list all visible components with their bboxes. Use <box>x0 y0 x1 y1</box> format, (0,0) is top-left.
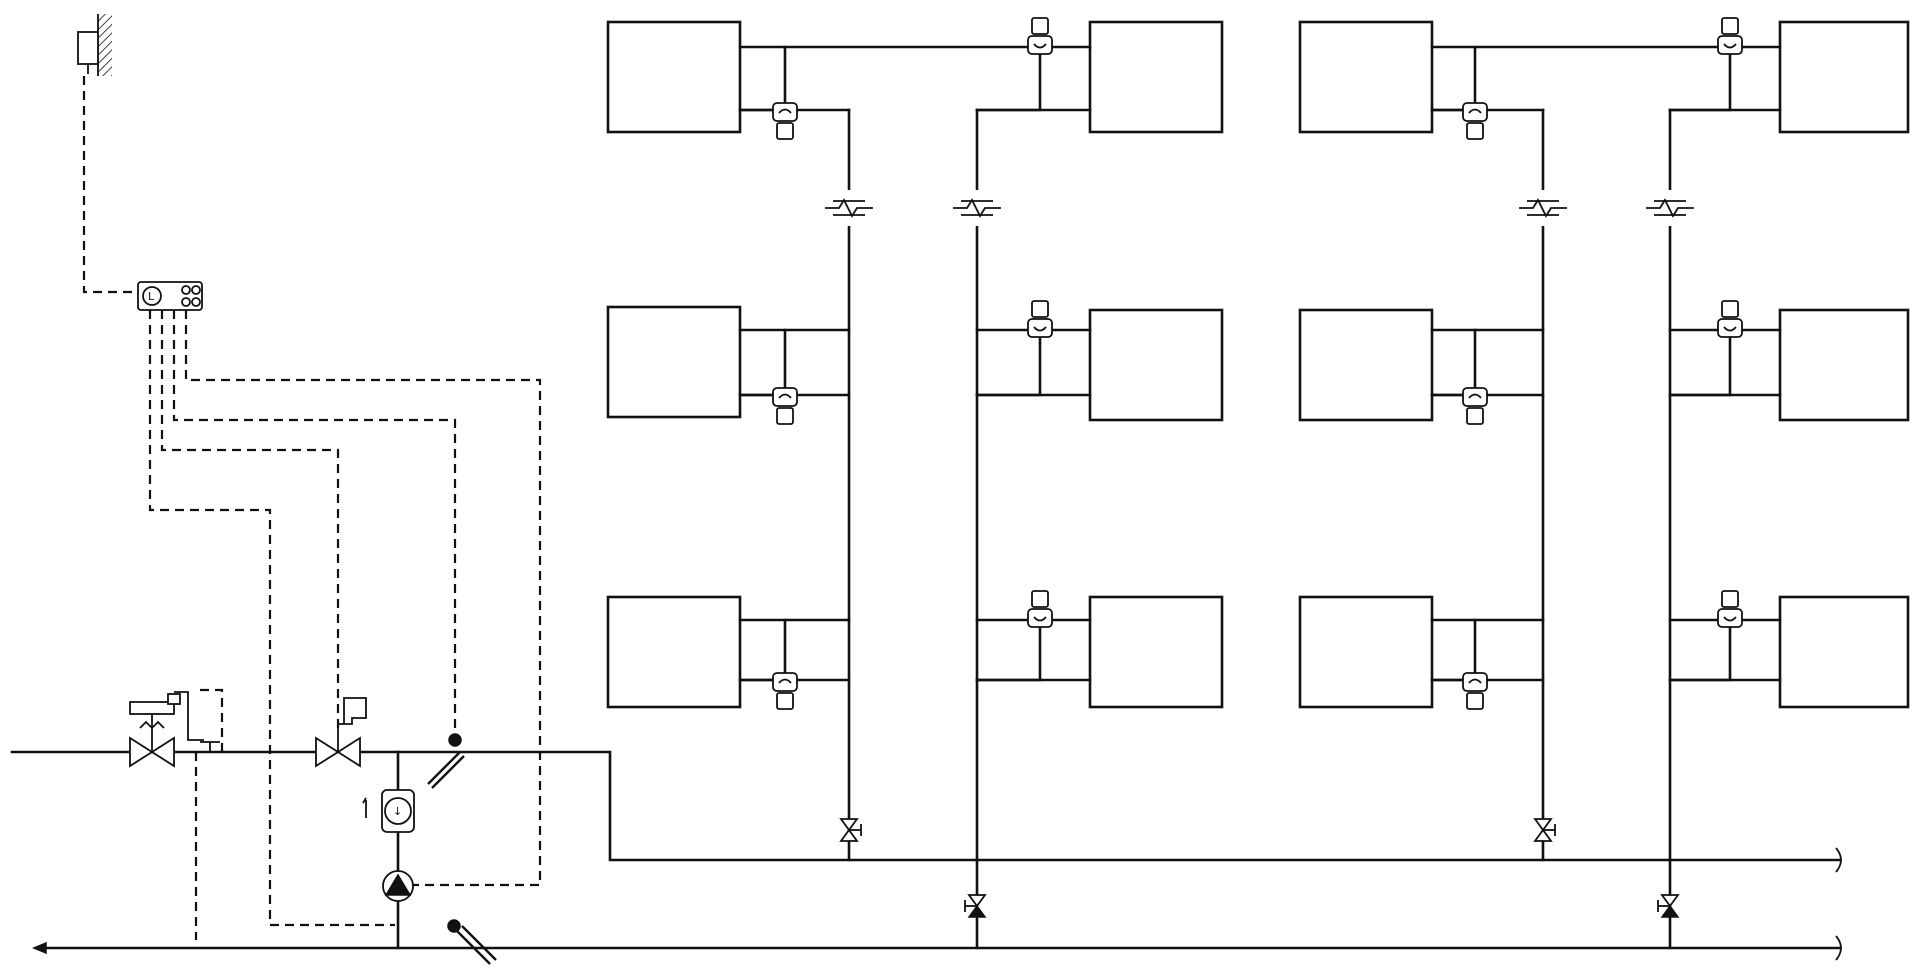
wall-sensor-icon <box>77 14 112 76</box>
thermostatic-radiator-valve-icon <box>1717 590 1743 628</box>
pipe-network <box>10 108 1842 950</box>
thermostatic-radiator-valve-icon <box>1027 590 1053 628</box>
return-flow-arrow-icon <box>32 941 47 955</box>
thermostatic-radiator-valve-icon <box>772 102 798 140</box>
radiator <box>1088 20 1224 134</box>
radiator-group <box>606 20 1910 709</box>
thermostatic-radiator-valve-icon <box>1027 17 1053 55</box>
radiator <box>606 305 742 419</box>
pipe-continuation <box>1835 847 1842 961</box>
thermostatic-radiator-valve-icon <box>1717 300 1743 338</box>
thermostatic-radiator-valve-icon <box>1717 17 1743 55</box>
thermostatic-radiator-valve-icon <box>1462 672 1488 710</box>
controller-icon: L <box>137 281 203 311</box>
pressure-regulator-valve-icon <box>129 691 220 768</box>
riser-valves <box>840 818 1679 918</box>
radiator <box>1298 308 1434 422</box>
controller-symbol: L <box>148 290 155 303</box>
thermostatic-radiator-valve-icon <box>1462 102 1488 140</box>
balancing-valve-icon <box>964 894 986 918</box>
trv-group <box>772 17 1743 710</box>
radiator <box>1778 20 1910 134</box>
balancing-valve-icon <box>1657 894 1679 918</box>
control-signal-lines <box>82 76 542 940</box>
temperature-sensor-icon <box>427 733 465 789</box>
radiator-connections <box>738 45 1782 682</box>
temperature-sensor-icon <box>447 919 497 965</box>
radiator <box>1778 308 1910 422</box>
motorized-valve-icon <box>315 697 367 768</box>
balancing-valve-icon <box>840 818 862 842</box>
pipe-breaks <box>824 190 1695 226</box>
thermostatic-radiator-valve-icon <box>1462 387 1488 425</box>
thermostatic-radiator-valve-icon <box>772 387 798 425</box>
balancing-valve-icon <box>1534 818 1556 842</box>
radiator <box>1778 595 1910 709</box>
radiator <box>1088 308 1224 422</box>
pump-icon <box>382 870 414 902</box>
radiator <box>1298 20 1434 134</box>
thermostatic-radiator-valve-icon <box>1027 300 1053 338</box>
flow-direction-glyph: ↓ <box>393 805 402 818</box>
radiator <box>606 20 742 134</box>
thermostatic-radiator-valve-icon <box>772 672 798 710</box>
radiator <box>1298 595 1434 709</box>
radiator <box>606 595 742 709</box>
radiator <box>1088 595 1224 709</box>
flow-meter-icon: ↓ <box>362 789 415 833</box>
